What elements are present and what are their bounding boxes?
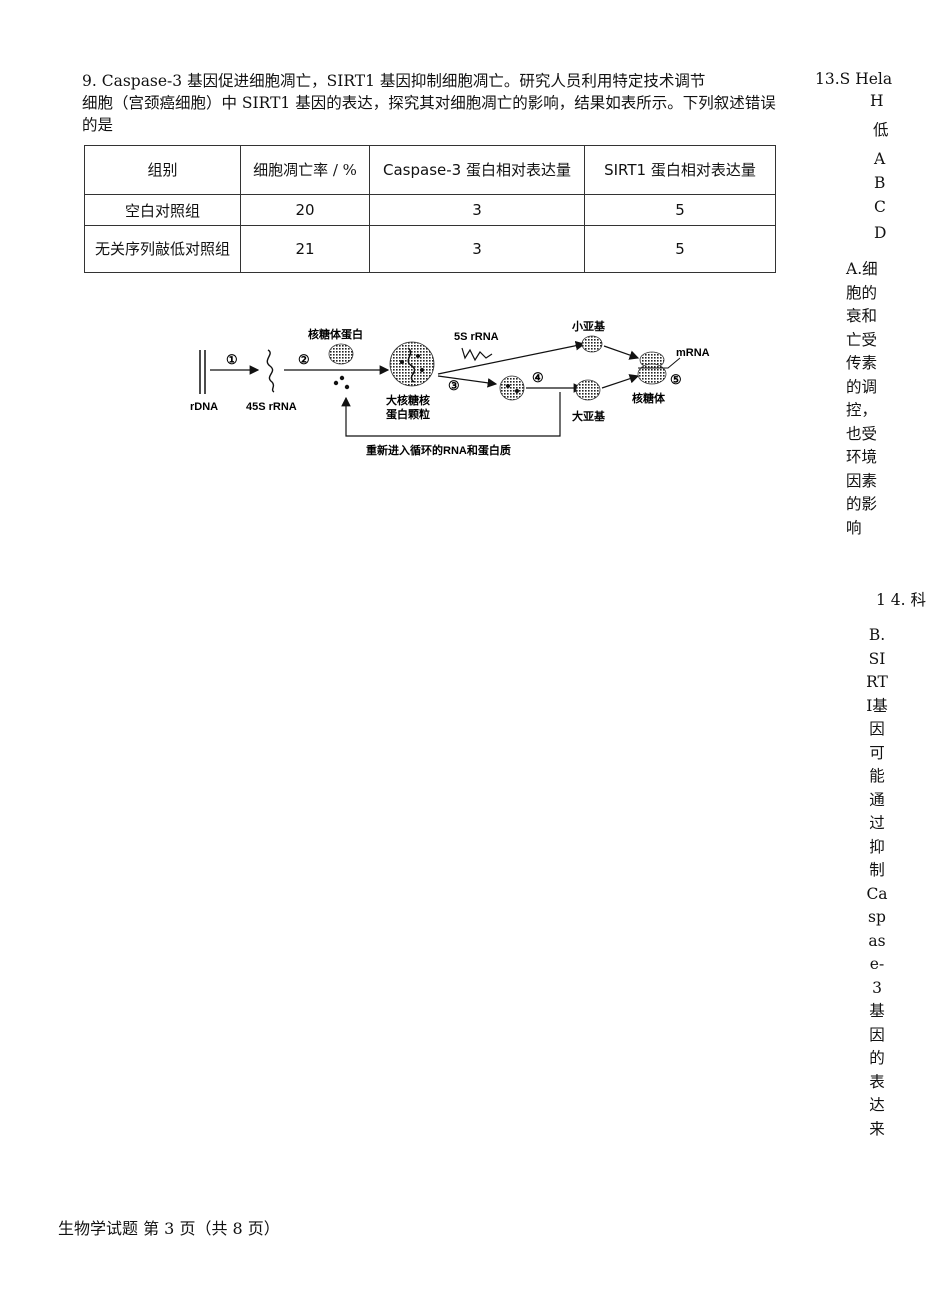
table-cell: 3 (369, 225, 585, 273)
table-cell: 5 (584, 194, 776, 226)
question-9: 9. Caspase-3 基因促进细胞凋亡，SIRT1 基因抑制细胞凋亡。研究人… (82, 70, 802, 136)
arrow-large-to-ribosome (601, 374, 640, 389)
label-rrna5: 5S rRNA (454, 331, 499, 343)
option-b-marker: B (874, 174, 886, 192)
step-2-marker: ② (298, 352, 310, 367)
label-large-particle-2: 蛋白颗粒 (386, 407, 430, 421)
mrna-strand-icon (638, 357, 681, 369)
table-cell: 21 (240, 225, 370, 273)
header-caspase3: Caspase-3 蛋白相对表达量 (369, 145, 585, 195)
question-9-line-3: 的是 (82, 116, 114, 134)
table-cell: 3 (369, 194, 585, 226)
ribosome-icon (637, 351, 667, 385)
step-4-marker: ④ (532, 370, 544, 385)
table-header-row: 组别 细胞凋亡率 / % Caspase-3 蛋白相对表达量 SIRT1 蛋白相… (84, 145, 776, 195)
step-1-marker: ① (226, 352, 238, 367)
arrow-small-to-ribosome (603, 345, 640, 360)
protein-dots-icon (333, 375, 350, 390)
ribo-protein-icon (328, 343, 354, 365)
option-c-marker: C (874, 198, 886, 216)
arrow-step-3-lower (437, 375, 498, 388)
label-large-subunit: 大亚基 (572, 409, 606, 423)
rdna-icon (199, 350, 206, 394)
table-cell: 无关序列敲低对照组 (84, 225, 241, 273)
step-3-marker: ③ (448, 378, 460, 393)
label-large-particle-1: 大核糖核 (386, 393, 430, 407)
option-d-marker: D (874, 224, 887, 242)
table-cell: 空白对照组 (84, 194, 241, 226)
step-5-marker: ⑤ (670, 372, 682, 387)
results-table: 组别 细胞凋亡率 / % Caspase-3 蛋白相对表达量 SIRT1 蛋白相… (84, 145, 776, 273)
question-13-stem: 13.S Hela (815, 70, 893, 88)
ribosome-assembly-diagram: rDNA ① 45S rRNA ② 核糖体蛋白 大核糖核 蛋白颗粒 5S rRN… (190, 319, 710, 457)
page-footer: 生物学试题 第 3 页（共 8 页） (58, 1219, 280, 1238)
header-apoptosis-rate: 细胞凋亡率 / % (240, 145, 370, 195)
option-a-vertical-text: A.细胞的衰和亡受传素的调控，也受环境因素的影响 (846, 260, 878, 537)
table-row: 无关序列敲低对照组 21 3 5 (84, 225, 776, 273)
margin-char-low: 低 (873, 121, 889, 139)
large-subunit-icon (575, 379, 601, 401)
label-ribosome: 核糖体 (632, 391, 666, 405)
margin-char-h: H (870, 92, 884, 110)
option-b-vertical-text: B.SIRTI基因可能通过抑制Caspase-3基因的表达来 (866, 626, 888, 1138)
option-a-marker: A (874, 150, 886, 168)
question-9-line-2: 细胞（宫颈癌细胞）中 SIRT1 基因的表达，探究其对细胞凋亡的影响，结果如表所… (82, 94, 776, 112)
small-subunit-icon (581, 335, 603, 353)
label-ribo-protein: 核糖体蛋白 (308, 327, 363, 341)
table-cell: 20 (240, 194, 370, 226)
rrna45-icon (266, 349, 275, 393)
label-small-subunit: 小亚基 (571, 319, 606, 333)
rrna5-icon (461, 347, 493, 362)
question-9-line-1: 9. Caspase-3 基因促进细胞凋亡，SIRT1 基因抑制细胞凋亡。研究人… (82, 72, 706, 90)
header-sirt1: SIRT1 蛋白相对表达量 (584, 145, 776, 195)
table-row: 空白对照组 20 3 5 (84, 194, 776, 226)
header-group: 组别 (84, 145, 241, 195)
label-rdna: rDNA (190, 401, 218, 413)
large-rnp-particle-icon (389, 341, 435, 387)
pre-60s-particle-icon (499, 375, 525, 401)
recycle-arrow (341, 392, 561, 437)
label-rrna45: 45S rRNA (246, 401, 297, 413)
label-mrna: mRNA (676, 347, 710, 359)
arrow-step-3-upper (437, 340, 586, 375)
table-cell: 5 (584, 225, 776, 273)
question-14-marker: 1 4. 科 (876, 591, 927, 609)
label-recycle: 重新进入循环的RNA和蛋白质 (366, 443, 511, 457)
